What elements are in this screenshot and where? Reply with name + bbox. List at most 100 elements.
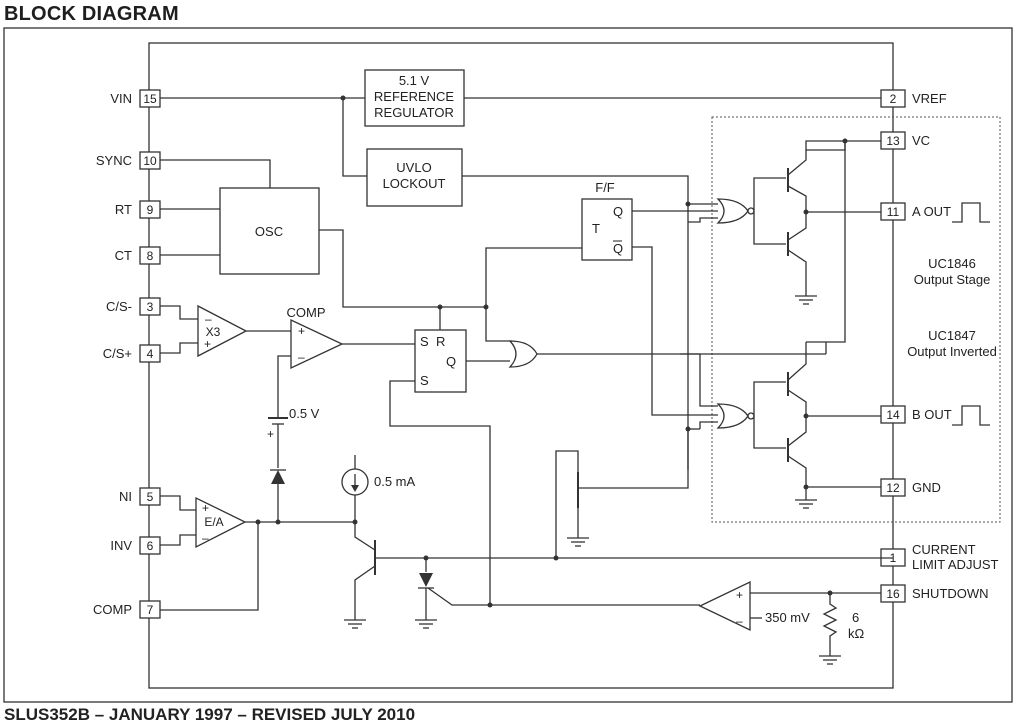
uc1847-desc: Output Inverted bbox=[907, 344, 997, 359]
page-footer: SLUS352B – JANUARY 1997 – REVISED JULY 2… bbox=[4, 705, 416, 724]
ff-t-label: T bbox=[592, 221, 600, 236]
pin-16-num: 16 bbox=[886, 587, 900, 601]
r6-value: 6 bbox=[852, 610, 859, 625]
sr-latch: S R Q S bbox=[389, 304, 826, 605]
sr-latch-block bbox=[414, 329, 467, 393]
ground-icon bbox=[795, 295, 817, 305]
pin-9-num: 9 bbox=[147, 203, 154, 217]
ref-line3: REGULATOR bbox=[374, 105, 454, 120]
pin-limit-adjust-label: LIMIT ADJUST bbox=[912, 557, 999, 572]
pin-inv-label: INV bbox=[110, 538, 132, 553]
flip-flop-block bbox=[581, 198, 633, 261]
pin-4-num: 4 bbox=[147, 347, 154, 361]
ground-icon bbox=[819, 655, 841, 665]
current-sense-amp: X3 – + bbox=[160, 304, 291, 358]
ground-icon bbox=[344, 619, 366, 629]
clamp-diode bbox=[271, 470, 285, 484]
comp-label: COMP bbox=[287, 305, 326, 320]
uc1846-label: UC1846 bbox=[928, 256, 976, 271]
v05-label: 0.5 V bbox=[289, 406, 320, 421]
uc1846-desc: Output Stage bbox=[914, 272, 991, 287]
i05-label: 0.5 mA bbox=[374, 474, 416, 489]
ground-icon bbox=[795, 499, 817, 509]
output-stage-region bbox=[711, 116, 1001, 523]
comp-minus: – bbox=[298, 350, 305, 364]
r6-unit: kΩ bbox=[848, 626, 865, 641]
pin-11-num: 11 bbox=[887, 205, 900, 219]
pin-rt-label: RT bbox=[115, 202, 132, 217]
nor-gate-a bbox=[716, 198, 749, 224]
x3-minus: – bbox=[205, 312, 212, 326]
pin-vc-label: VC bbox=[912, 133, 930, 148]
pin-cs-minus-label: C/S- bbox=[106, 299, 132, 314]
pin-2-num: 2 bbox=[890, 92, 897, 106]
pin-ni-label: NI bbox=[119, 489, 132, 504]
pin-1-num: 1 bbox=[890, 551, 897, 565]
pin-10-num: 10 bbox=[143, 154, 157, 168]
comp-amp bbox=[290, 318, 344, 370]
uvlo-line1: UVLO bbox=[396, 160, 431, 175]
resistor-6k bbox=[822, 593, 838, 656]
current-limit-section: 0.5 mA bbox=[341, 455, 893, 629]
uvlo-line2: LOCKOUT bbox=[383, 176, 446, 191]
ff-q-label: Q bbox=[613, 204, 623, 219]
output-stage: UC1846 Output Stage UC1847 Output Invert… bbox=[680, 138, 997, 509]
uvlo-lockout-block bbox=[366, 148, 463, 207]
pin-14-num: 14 bbox=[886, 408, 900, 422]
ff-label: F/F bbox=[595, 180, 615, 195]
flip-flop-section: F/F T Q Q bbox=[483, 180, 718, 416]
sr-r-label: R bbox=[436, 334, 445, 349]
pin-15-num: 15 bbox=[143, 92, 157, 106]
reference-regulator-block bbox=[364, 69, 465, 127]
sr-s1-label: S bbox=[420, 334, 429, 349]
bout-pulse-icon bbox=[952, 405, 990, 426]
ea-amp bbox=[195, 496, 247, 549]
sd-plus: + bbox=[736, 588, 743, 602]
pin-7-num: 7 bbox=[147, 603, 154, 617]
shutdown-amp bbox=[698, 580, 751, 632]
pin-gnd-label: GND bbox=[912, 480, 941, 495]
battery-plus: + bbox=[267, 427, 274, 441]
pin-3-num: 3 bbox=[147, 300, 154, 314]
pulldown-transistor bbox=[555, 201, 691, 558]
oscillator-section: OSC bbox=[160, 159, 486, 308]
pin-ct-label: CT bbox=[115, 248, 132, 263]
x3-amp bbox=[197, 304, 248, 358]
ea-label: E/A bbox=[204, 515, 223, 529]
pin-comp-label: COMP bbox=[93, 602, 132, 617]
comparator: COMP + – 0.5 V + bbox=[267, 305, 415, 521]
pin-8-num: 8 bbox=[147, 249, 154, 263]
ref-line2: REFERENCE bbox=[374, 89, 455, 104]
ground-icon bbox=[415, 619, 437, 629]
or-gate bbox=[508, 340, 538, 368]
ic-body bbox=[148, 42, 894, 689]
mv350-label: 350 mV bbox=[765, 610, 810, 625]
pin-5-num: 5 bbox=[147, 490, 154, 504]
pin-cs-plus-label: C/S+ bbox=[103, 346, 132, 361]
ff-qbar-label: Q bbox=[613, 241, 623, 256]
x3-label: X3 bbox=[206, 325, 221, 339]
ea-minus: – bbox=[202, 531, 209, 545]
error-amp: E/A + – bbox=[160, 495, 358, 611]
pin-sync-label: SYNC bbox=[96, 153, 132, 168]
pin-6-num: 6 bbox=[147, 539, 154, 553]
ea-plus: + bbox=[202, 501, 209, 515]
outer-frame bbox=[3, 27, 1013, 703]
osc-label: OSC bbox=[255, 224, 283, 239]
pin-aout-label: A OUT bbox=[912, 204, 951, 219]
pin-12-num: 12 bbox=[886, 481, 900, 495]
uc1847-label: UC1847 bbox=[928, 328, 976, 343]
ground-icon bbox=[567, 537, 589, 547]
sd-minus: – bbox=[736, 614, 743, 628]
sr-s2-label: S bbox=[420, 373, 429, 388]
sr-q-label: Q bbox=[446, 354, 456, 369]
ref-line1: 5.1 V bbox=[399, 73, 430, 88]
pin-vin-label: VIN bbox=[110, 91, 132, 106]
pin-bout-label: B OUT bbox=[912, 407, 952, 422]
page-heading: BLOCK DIAGRAM bbox=[4, 3, 179, 25]
nor-gate-b bbox=[716, 403, 749, 429]
aout-pulse-icon bbox=[952, 202, 990, 223]
pin-vref-label: VREF bbox=[912, 91, 947, 106]
pin-shutdown-label: SHUTDOWN bbox=[912, 586, 989, 601]
